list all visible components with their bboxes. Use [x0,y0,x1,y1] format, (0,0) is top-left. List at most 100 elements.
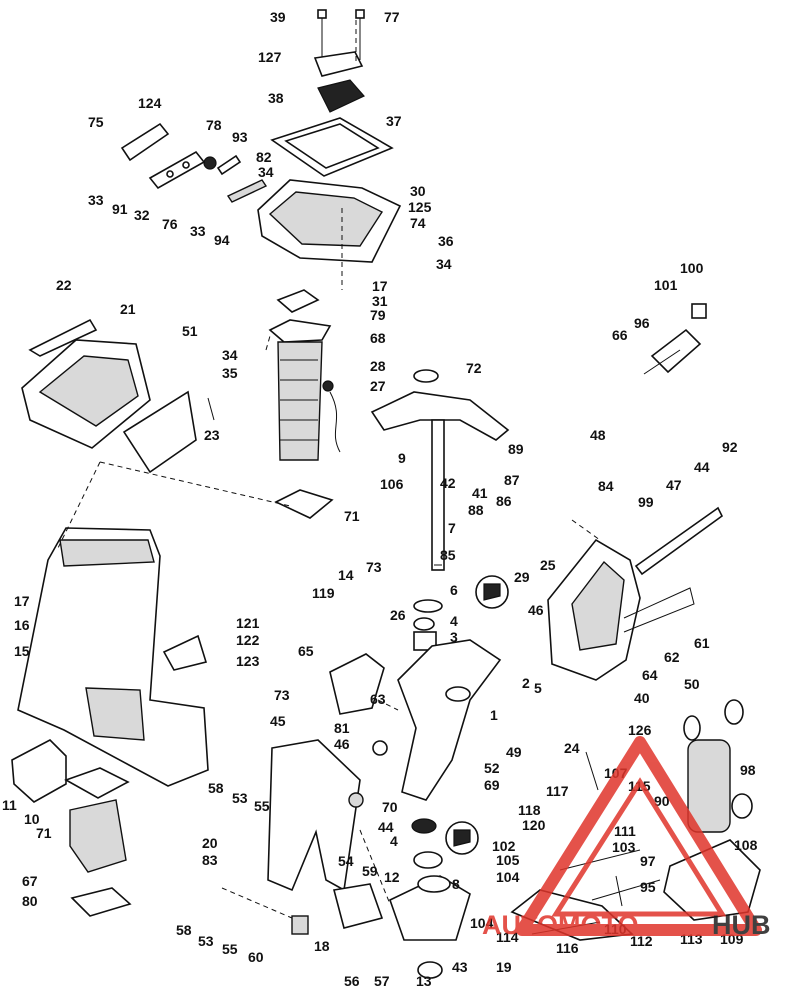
callout: 58 [208,780,224,796]
callout: 120 [522,817,546,833]
callout: 14 [338,567,354,583]
callout: 80 [22,893,38,909]
watermark-triangle-icon [516,736,762,936]
callout: 75 [88,114,104,130]
callout: 61 [694,635,710,651]
callout: 73 [366,559,382,575]
callout: 2 [522,675,530,691]
callout: 21 [120,301,136,317]
callout: 105 [496,852,520,868]
callout: 12 [384,869,400,885]
callout: 82 [256,149,272,165]
callout: 96 [634,315,650,331]
callout: 101 [654,277,678,293]
callout: 33 [190,223,206,239]
callout: 76 [162,216,178,232]
callout: 117 [546,783,569,799]
callout: 72 [466,360,482,376]
callout: 102 [492,838,516,854]
callout: 92 [722,439,738,455]
callout: 44 [378,819,394,835]
callout: 55 [254,798,270,814]
callout: 37 [386,113,402,129]
callout: 64 [642,667,658,683]
callout: 48 [590,427,606,443]
callout: 46 [334,736,350,752]
callout: 67 [22,873,38,889]
callout-labels: 39 77 127 38 37 75 124 78 93 82 34 33 91… [2,9,758,989]
callout: 85 [440,547,456,563]
callout: 8 [452,876,460,892]
callout: 4 [450,613,458,629]
callout: 81 [334,720,350,736]
callout: 93 [232,129,248,145]
callout: 108 [734,837,758,853]
callout: 17 [372,278,388,294]
lubrication-symbols [445,575,509,855]
callout: 39 [270,9,286,25]
callout: 43 [452,959,468,975]
callout: 23 [204,427,220,443]
callout: 5 [534,680,542,696]
callout: 98 [740,762,756,778]
callout: 97 [640,853,656,869]
parts-top [120,9,439,461]
callout: 25 [540,557,556,573]
callout: 62 [664,649,680,665]
callout: 79 [370,307,386,323]
callout: 66 [612,327,628,343]
callout: 100 [680,260,704,276]
callout: 44 [694,459,710,475]
callout: 59 [362,863,378,879]
callout: 88 [468,502,484,518]
callout: 55 [222,941,238,957]
parts-cowls [21,318,215,474]
watermark-text: AUTOMOTO [482,910,639,940]
callout: 34 [222,347,238,363]
callout: 87 [504,472,520,488]
callout: 122 [236,632,260,648]
callout: 38 [268,90,284,106]
callout: 32 [134,207,150,223]
callout: 112 [630,933,653,949]
callout: 63 [370,691,386,707]
callout: 45 [270,713,286,729]
callout: 11 [2,797,17,813]
callout: 40 [634,690,650,706]
callout: 123 [236,653,260,669]
callout: 29 [514,569,530,585]
callout: 58 [176,922,192,938]
callout: 69 [484,777,500,793]
callout: 30 [410,183,426,199]
callout: 78 [206,117,222,133]
callout: 104 [496,869,520,885]
callout: 16 [14,617,30,633]
callout: 33 [88,192,104,208]
callout: 127 [258,49,282,65]
callout: 24 [564,740,580,756]
callout: 1 [490,707,498,723]
callout: 7 [448,520,456,536]
callout: 68 [370,330,386,346]
callout: 71 [344,508,360,524]
callout: 35 [222,365,238,381]
callout: 10 [24,811,40,827]
callout: 91 [112,201,128,217]
callout: 18 [314,938,330,954]
callout: 22 [56,277,72,293]
callout: 114 [496,929,519,945]
callout: 86 [496,493,512,509]
callout: 73 [274,687,290,703]
callout: 36 [438,233,454,249]
callout: 34 [436,256,452,272]
callout: 6 [450,582,458,598]
callout: 83 [202,852,218,868]
callout: 51 [182,323,198,339]
callout: 60 [248,949,264,965]
callout: 89 [508,441,524,457]
callout: 118 [518,802,541,818]
watermark-text-suffix: HUB [712,910,771,940]
callout: 27 [370,378,386,394]
callout: 90 [654,793,670,809]
